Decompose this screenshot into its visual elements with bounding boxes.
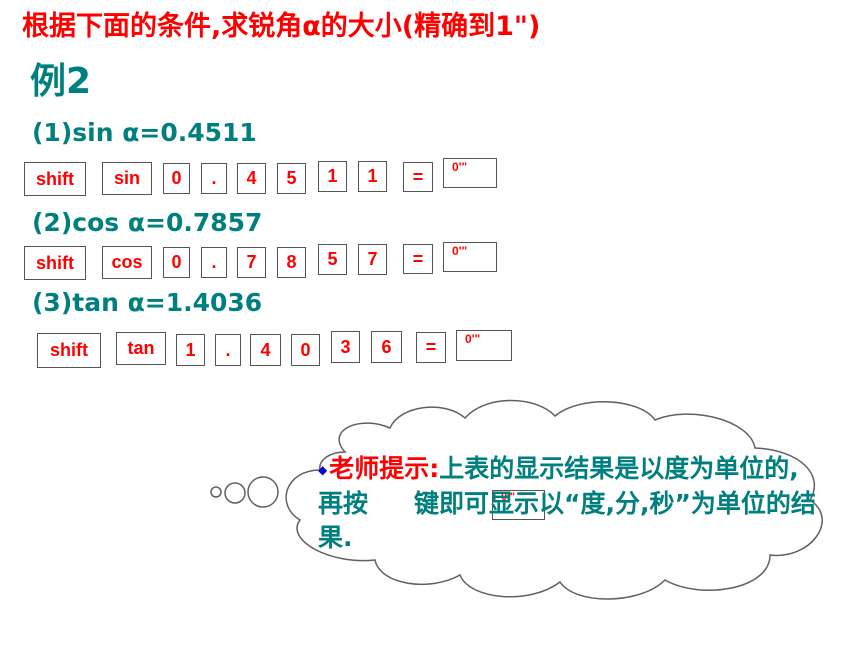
- problem-1-label: (1)sin α=0.4511: [32, 118, 257, 147]
- key-tan[interactable]: tan: [116, 332, 166, 365]
- key-decimal[interactable]: .: [215, 334, 241, 366]
- key-1[interactable]: 1: [358, 161, 387, 192]
- key-5[interactable]: 5: [277, 163, 306, 194]
- key-dms[interactable]: 0'": [456, 330, 512, 361]
- key-0[interactable]: 0: [163, 247, 190, 278]
- key-1[interactable]: 1: [318, 161, 347, 192]
- tip-text-part-2: 键即可显示以“度,分,秒”为单位的结果.: [318, 489, 816, 552]
- key-decimal[interactable]: .: [201, 247, 227, 278]
- cloud-shape: [285, 399, 823, 600]
- key-0[interactable]: 0: [163, 163, 190, 194]
- key-4[interactable]: 4: [250, 334, 281, 366]
- thought-bubble-large: [247, 476, 279, 508]
- key-6[interactable]: 6: [371, 331, 402, 363]
- problem-2-label: (2)cos α=0.7857: [32, 208, 263, 237]
- key-dms[interactable]: 0'": [443, 158, 497, 188]
- key-5[interactable]: 5: [318, 244, 347, 275]
- key-7[interactable]: 7: [358, 244, 387, 275]
- key-4[interactable]: 4: [237, 163, 266, 194]
- problem-3-label: (3)tan α=1.4036: [32, 288, 263, 317]
- key-equals[interactable]: =: [416, 332, 446, 363]
- key-7[interactable]: 7: [237, 247, 266, 278]
- key-shift[interactable]: shift: [24, 162, 86, 196]
- example-heading: 例2: [30, 61, 92, 102]
- key-shift[interactable]: shift: [24, 246, 86, 280]
- teacher-tip: ◆老师提示:上表的显示结果是以度为单位的,再按键即可显示以“度,分,秒”为单位的…: [318, 452, 818, 555]
- key-equals[interactable]: =: [403, 244, 433, 274]
- key-cos[interactable]: cos: [102, 246, 152, 279]
- tip-label: 老师提示:: [329, 454, 440, 483]
- tip-text-part-1: 上表的显示结果是以度为单位的,再按: [318, 454, 799, 518]
- bullet-diamond-icon: ◆: [318, 463, 328, 477]
- key-equals[interactable]: =: [403, 162, 433, 192]
- key-dms[interactable]: 0'": [443, 242, 497, 272]
- key-sin[interactable]: sin: [102, 162, 152, 195]
- key-0[interactable]: 0: [291, 334, 320, 366]
- key-decimal[interactable]: .: [201, 163, 227, 194]
- key-shift[interactable]: shift: [37, 333, 101, 368]
- key-3[interactable]: 3: [331, 331, 360, 363]
- key-8[interactable]: 8: [277, 247, 306, 278]
- page-title: 根据下面的条件,求锐角α的大小(精确到1"): [22, 11, 541, 42]
- thought-bubble-medium: [224, 482, 246, 504]
- inline-dms-key[interactable]: 0'": [492, 490, 545, 520]
- thought-bubble-small: [210, 486, 222, 498]
- key-1[interactable]: 1: [176, 334, 205, 366]
